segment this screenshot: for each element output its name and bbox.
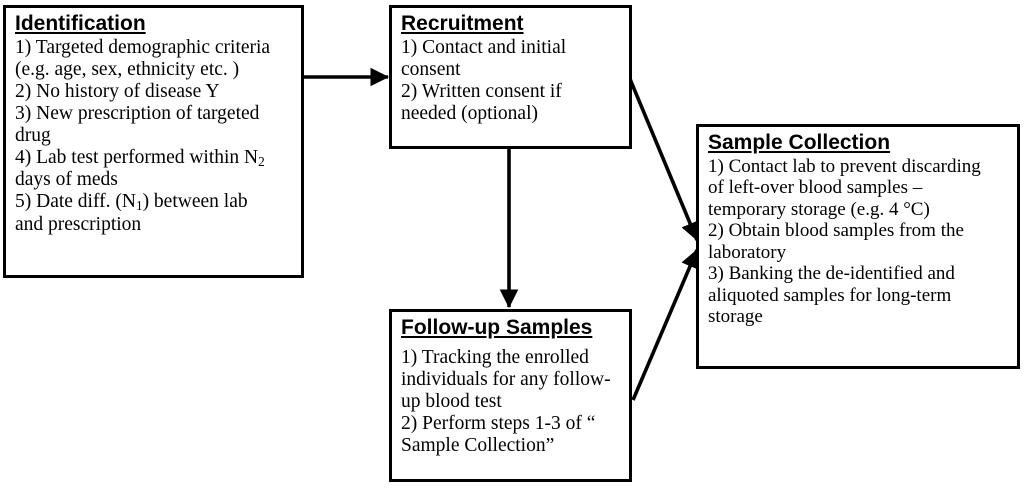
node-identification-line-1: 1) Targeted demographic criteria <box>15 36 271 58</box>
node-recruitment-line-1: 1) Contact and initial <box>401 36 567 58</box>
node-identification-line-8: 5) Date diff. (N1) between lab <box>15 191 248 214</box>
node-sample-collection-line-4: 2) Obtain blood samples from the <box>708 220 964 242</box>
node-followup-samples-line-5: Sample Collection” <box>401 435 555 457</box>
node-recruitment-body: 1) Contact and initial consent 2) Writte… <box>401 37 622 126</box>
node-identification[interactable]: Identification 1) Targeted demographic c… <box>3 5 304 278</box>
node-recruitment-line-3: 2) Written consent if <box>401 80 562 102</box>
node-sample-collection-body: 1) Contact lab to prevent discarding of … <box>708 156 1010 329</box>
node-followup-samples-line-2: individuals for any follow- <box>401 368 611 390</box>
node-sample-collection-line-3: temporary storage (e.g. 4 °C) <box>708 198 930 220</box>
node-followup-samples-body: 1) Tracking the enrolled individuals for… <box>401 347 622 458</box>
node-sample-collection-line-2: of left-over blood samples – <box>708 177 923 199</box>
node-sample-collection[interactable]: Sample Collection 1) Contact lab to prev… <box>696 124 1020 369</box>
node-identification-line-4: 3) New prescription of targeted <box>15 102 260 124</box>
node-sample-collection-line-6: 3) Banking the de-identified and <box>708 263 955 285</box>
node-identification-line-7: days of meds <box>15 169 118 191</box>
node-followup-samples-line-3: up blood test <box>401 390 502 412</box>
node-followup-samples-line-4: 2) Perform steps 1-3 of “ <box>401 412 596 434</box>
node-recruitment[interactable]: Recruitment 1) Contact and initial conse… <box>389 5 632 149</box>
node-recruitment-line-4: needed (optional) <box>401 102 538 124</box>
node-identification-line-6: 4) Lab test performed within N2 <box>15 147 265 170</box>
node-recruitment-title: Recruitment <box>401 12 524 35</box>
node-followup-samples-title: Follow-up Samples <box>401 316 593 339</box>
node-sample-collection-title: Sample Collection <box>708 131 891 154</box>
node-followup-samples-line-1: 1) Tracking the enrolled <box>401 346 589 368</box>
node-sample-collection-line-5: laboratory <box>708 241 787 263</box>
connector-recruitment-to-sample-collection <box>628 78 699 242</box>
node-identification-line-9: and prescription <box>15 213 142 235</box>
connector-followup-to-sample-collection <box>631 248 699 401</box>
node-identification-title: Identification <box>15 12 146 35</box>
node-identification-line-3: 2) No history of disease Y <box>15 80 220 102</box>
node-followup-samples[interactable]: Follow-up Samples 1) Tracking the enroll… <box>389 309 632 482</box>
node-sample-collection-line-8: storage <box>708 306 763 328</box>
node-identification-line-2: (e.g. age, sex, ethnicity etc. ) <box>15 58 240 80</box>
node-sample-collection-line-1: 1) Contact lab to prevent discarding <box>708 155 981 177</box>
node-sample-collection-line-7: aliquoted samples for long-term <box>708 284 952 306</box>
node-recruitment-line-2: consent <box>401 58 461 80</box>
node-identification-body: 1) Targeted demographic criteria (e.g. a… <box>15 37 294 236</box>
node-identification-line-5: drug <box>15 125 51 147</box>
